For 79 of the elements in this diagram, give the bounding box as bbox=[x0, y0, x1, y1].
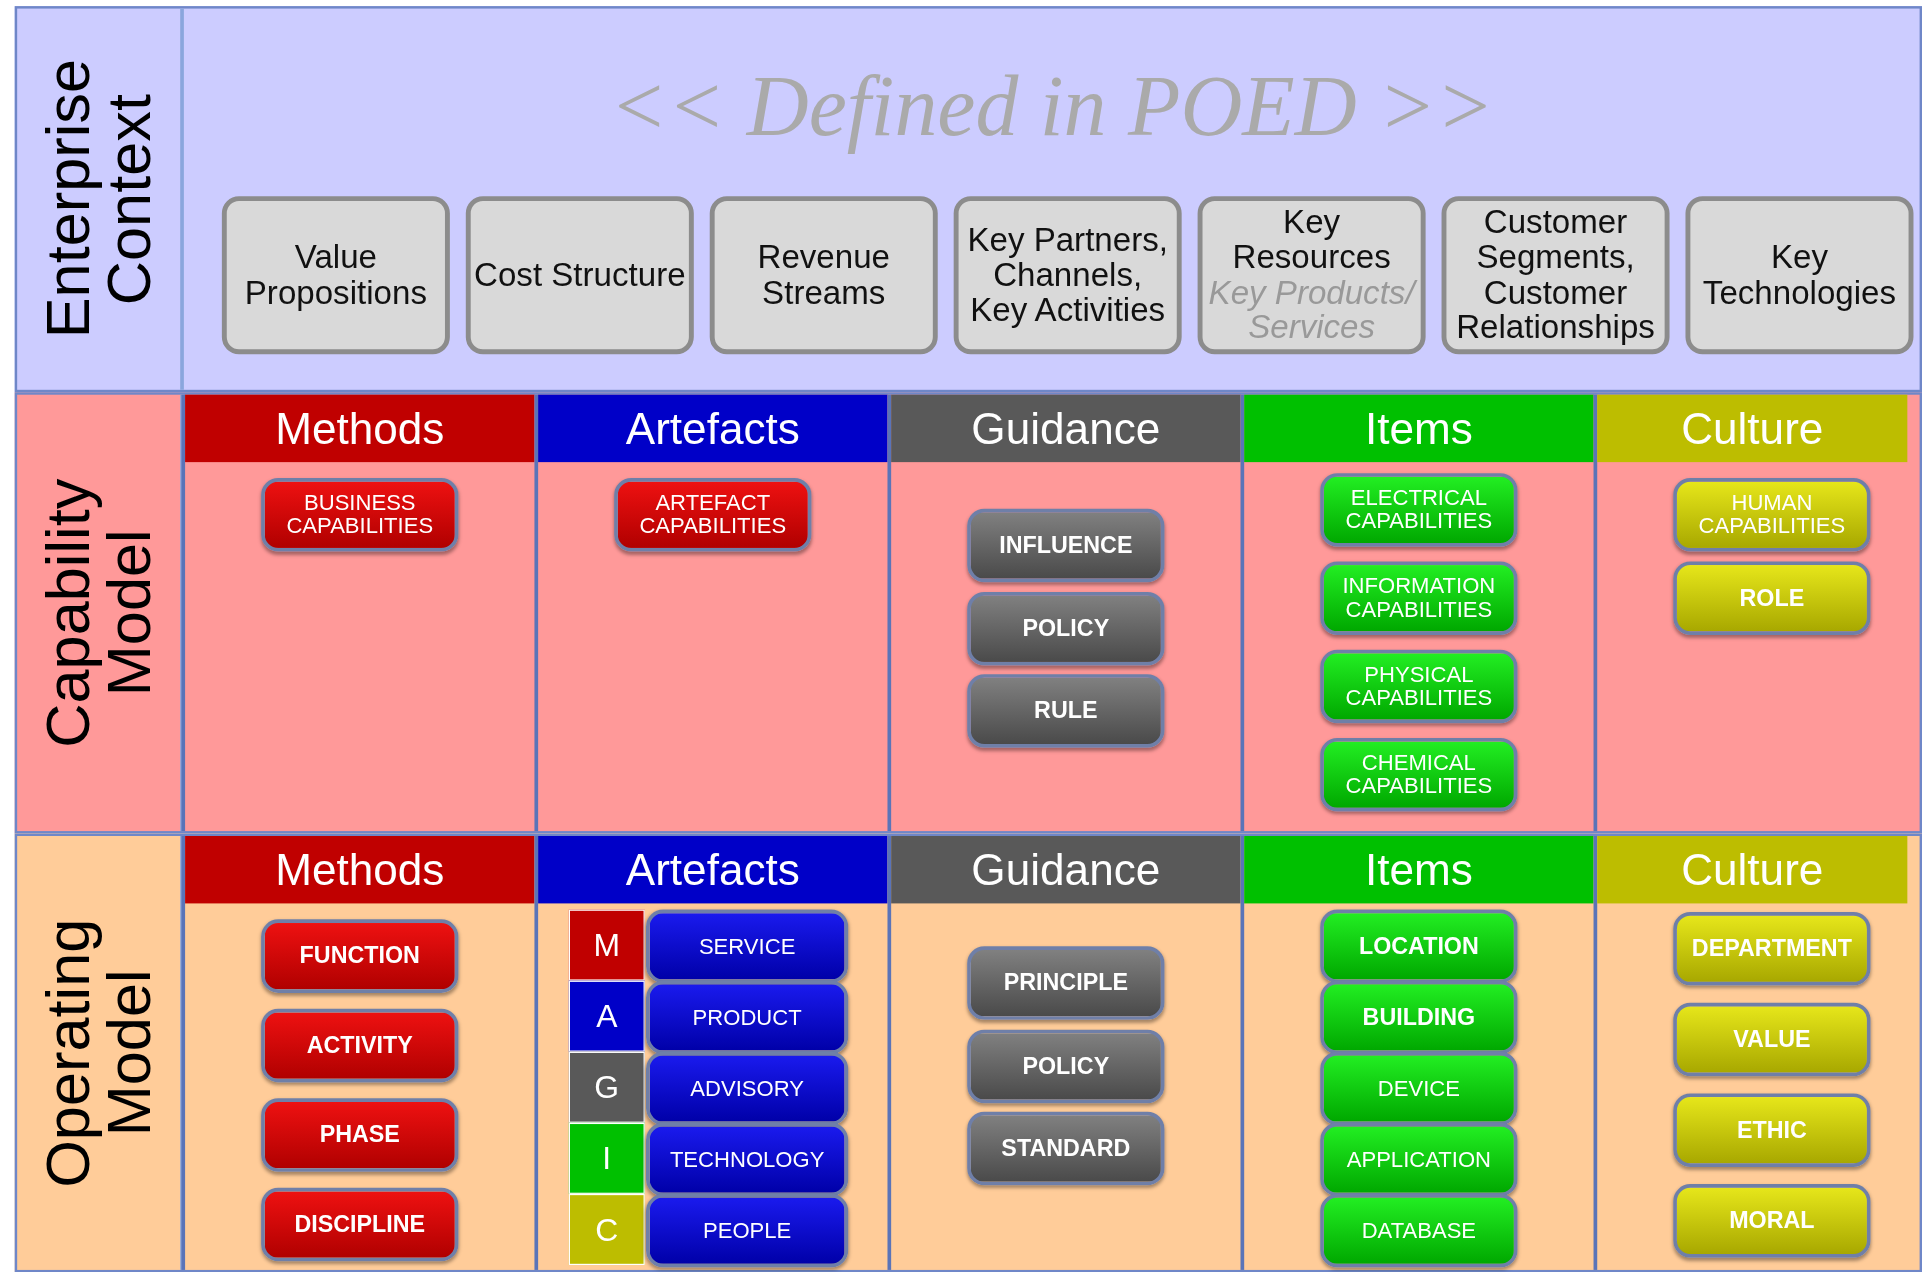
tag-pill: ELECTRICAL CAPABILITIES bbox=[1320, 473, 1518, 547]
model-band bbox=[14, 833, 1922, 1272]
column-header: Guidance bbox=[891, 836, 1241, 904]
tag-pill: ETHIC bbox=[1673, 1093, 1871, 1167]
box-text: Revenue Streams bbox=[756, 240, 891, 311]
column-header: Items bbox=[1244, 394, 1594, 463]
letter-tile: C bbox=[568, 1193, 645, 1266]
column-panel bbox=[1240, 836, 1594, 1270]
box-text: Key Technologies bbox=[1701, 240, 1898, 311]
box-text: Customer Segments, Customer Relationships bbox=[1455, 205, 1656, 346]
tag-pill: ARTEFACT CAPABILITIES bbox=[614, 478, 812, 552]
context-box bbox=[1685, 196, 1914, 355]
column-header: Culture bbox=[1597, 836, 1908, 904]
box-text: Key Resources bbox=[1231, 205, 1392, 276]
column-panel bbox=[534, 394, 888, 832]
box-text: Key Partners, Channels, Key Activities bbox=[966, 222, 1169, 328]
band-label: Operating Model bbox=[38, 917, 159, 1190]
tag-pill: VALUE bbox=[1673, 1002, 1871, 1077]
tag-pill: CHEMICAL CAPABILITIES bbox=[1320, 737, 1518, 812]
tag-pill: PEOPLE bbox=[646, 1193, 849, 1268]
tag-pill: DEVICE bbox=[1320, 1051, 1518, 1126]
context-box bbox=[465, 196, 694, 355]
box-text: Value Propositions bbox=[243, 240, 428, 311]
column-panel bbox=[1240, 394, 1594, 832]
tag-pill: FUNCTION bbox=[261, 919, 459, 993]
model-band bbox=[14, 6, 1922, 393]
column-panel bbox=[1593, 836, 1908, 1270]
tag-pill: APPLICATION bbox=[1320, 1122, 1518, 1197]
tag-pill: BUILDING bbox=[1320, 980, 1518, 1055]
column-header: Items bbox=[1244, 836, 1594, 904]
tag-pill: DATABASE bbox=[1320, 1193, 1518, 1268]
tag-pill: PHYSICAL CAPABILITIES bbox=[1320, 649, 1518, 724]
tag-pill: HUMAN CAPABILITIES bbox=[1673, 478, 1871, 552]
column-panel bbox=[181, 836, 535, 1270]
tag-pill: DISCIPLINE bbox=[261, 1187, 459, 1262]
context-box bbox=[709, 196, 938, 355]
column-panel bbox=[534, 836, 888, 1270]
tag-pill: BUSINESS CAPABILITIES bbox=[261, 478, 459, 552]
tag-pill: ADVISORY bbox=[646, 1051, 849, 1126]
column-panel bbox=[1593, 394, 1908, 832]
column-panel bbox=[887, 836, 1241, 1270]
tag-pill: RULE bbox=[967, 674, 1165, 748]
context-box bbox=[953, 196, 1182, 355]
subtitle-text: Key Products/ Services bbox=[1204, 275, 1419, 346]
letter-tile: M bbox=[568, 909, 645, 981]
letter-tile: A bbox=[568, 980, 645, 1052]
tag-pill: POLICY bbox=[967, 592, 1165, 666]
tag-pill: ROLE bbox=[1673, 561, 1871, 635]
tag-pill: POLICY bbox=[967, 1029, 1165, 1104]
tag-pill: ACTIVITY bbox=[261, 1008, 459, 1083]
tag-pill: PRODUCT bbox=[646, 980, 849, 1055]
tag-pill: INFORMATION CAPABILITIES bbox=[1320, 561, 1518, 635]
letter-tile: G bbox=[568, 1051, 645, 1123]
column-header: Artefacts bbox=[538, 394, 888, 463]
letter-tile: I bbox=[568, 1122, 645, 1194]
band-label: Capability Model bbox=[38, 477, 159, 750]
column-panel bbox=[181, 394, 535, 832]
context-box bbox=[221, 196, 450, 355]
tag-pill: STANDARD bbox=[967, 1111, 1165, 1186]
tag-pill: PHASE bbox=[261, 1098, 459, 1172]
tag-pill: LOCATION bbox=[1320, 909, 1518, 984]
tag-pill: PRINCIPLE bbox=[967, 946, 1165, 1020]
column-header: Methods bbox=[185, 394, 535, 463]
tag-pill: INFLUENCE bbox=[967, 508, 1165, 583]
column-header: Culture bbox=[1597, 394, 1908, 463]
tag-pill: TECHNOLOGY bbox=[646, 1122, 849, 1197]
band-label: Enterprise Context bbox=[38, 58, 159, 341]
box-text: Cost Structure bbox=[474, 257, 686, 293]
column-header: Artefacts bbox=[538, 836, 888, 904]
band-title: << Defined in POED >> bbox=[608, 57, 1495, 156]
model-band bbox=[14, 392, 1922, 834]
tag-pill: MORAL bbox=[1673, 1184, 1871, 1258]
context-box bbox=[1197, 196, 1426, 355]
tag-pill: SERVICE bbox=[646, 909, 849, 984]
tag-pill: DEPARTMENT bbox=[1673, 912, 1871, 986]
column-header: Methods bbox=[185, 836, 535, 904]
column-header: Guidance bbox=[891, 394, 1241, 463]
context-box bbox=[1441, 196, 1670, 355]
column-panel bbox=[887, 394, 1241, 832]
